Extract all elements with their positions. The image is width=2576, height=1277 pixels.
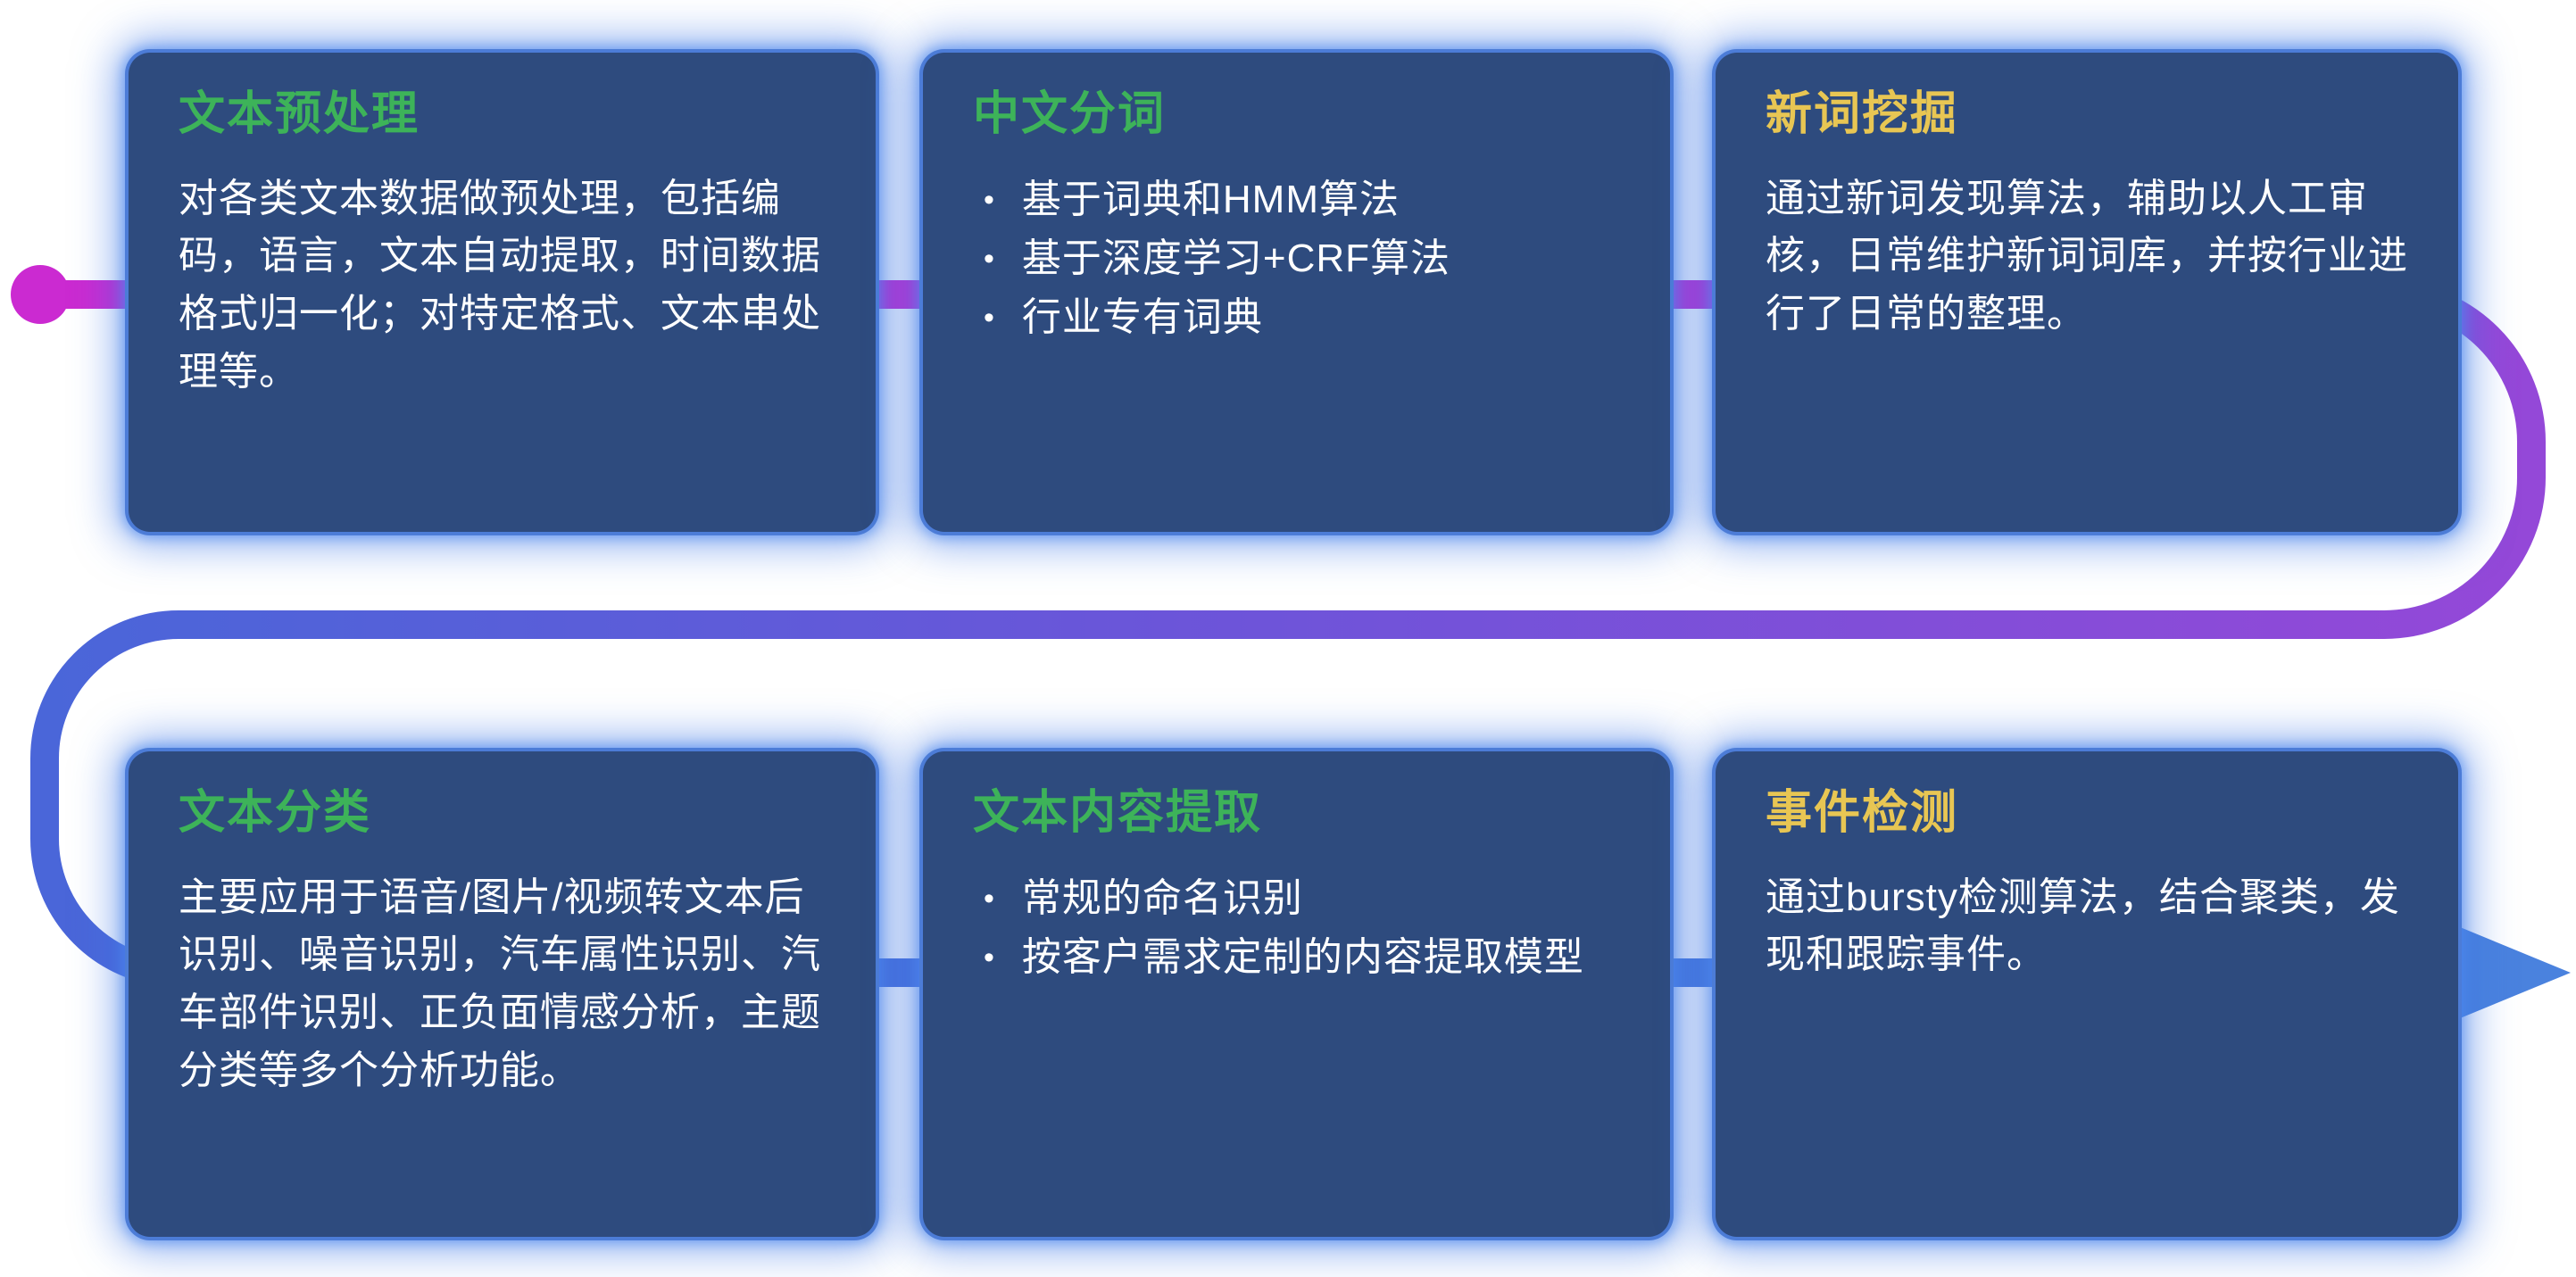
card-new-word-mining: 新词挖掘 通过新词发现算法，辅助以人工审核，日常维护新词词库，并按行业进行了日常…	[1712, 49, 2462, 535]
bullet-dot: •	[984, 241, 995, 276]
card-text-classification: 文本分类 主要应用于语音/图片/视频转文本后识别、噪音识别，汽车属性识别、汽车部…	[125, 748, 879, 1240]
bullet-item: • 行业专有词典	[973, 288, 1620, 347]
card-title: 文本分类	[179, 787, 372, 839]
bullet-text: 常规的命名识别	[1021, 875, 1303, 920]
card-text-content-extraction: 文本内容提取 • 常规的命名识别 • 按客户需求定制的内容提取模型	[919, 748, 1674, 1240]
card-chinese-word-segmentation: 中文分词 • 基于词典和HMM算法 • 基于深度学习+CRF算法 • 行业专有词…	[919, 49, 1674, 535]
card-body: 通过新词发现算法，辅助以人工审核，日常维护新词词库，并按行业进行了日常的整理。	[1766, 176, 2408, 336]
card-body: 通过bursty检测算法，结合聚类，发现和跟踪事件。	[1766, 875, 2400, 977]
bullet-text: 按客户需求定制的内容提取模型	[1021, 934, 1584, 979]
bullet-dot: •	[984, 940, 995, 974]
card-title: 事件检测	[1766, 787, 1959, 839]
flow-arrow-icon	[2449, 923, 2571, 1023]
card-event-detection: 事件检测 通过bursty检测算法，结合聚类，发现和跟踪事件。	[1712, 748, 2462, 1240]
card-title: 文本内容提取	[973, 787, 1263, 839]
bullet-item: • 基于词典和HMM算法	[973, 170, 1620, 229]
card-title: 文本预处理	[179, 88, 420, 140]
bullet-dot: •	[984, 301, 995, 336]
bullet-text: 基于深度学习+CRF算法	[1021, 236, 1451, 280]
flow-segment-middle	[30, 477, 2546, 759]
card-body: 主要应用于语音/图片/视频转文本后识别、噪音识别，汽车属性识别、汽车部件识别、正…	[179, 875, 821, 1092]
bullet-list: • 常规的命名识别 • 按客户需求定制的内容提取模型	[973, 869, 1620, 988]
flow-start-dot	[11, 265, 70, 324]
card-title: 中文分词	[973, 88, 1167, 140]
bullet-dot: •	[984, 182, 995, 217]
bullet-text: 行业专有词典	[1021, 295, 1263, 340]
bullet-item: • 常规的命名识别	[973, 869, 1620, 928]
bullet-item: • 按客户需求定制的内容提取模型	[973, 928, 1620, 987]
card-title: 新词挖掘	[1766, 88, 1959, 140]
card-body: 对各类文本数据做预处理，包括编码，语言，文本自动提取，时间数据格式归一化；对特定…	[179, 176, 821, 394]
bullet-dot: •	[984, 881, 995, 916]
bullet-item: • 基于深度学习+CRF算法	[973, 229, 1620, 288]
card-text-preprocessing: 文本预处理 对各类文本数据做预处理，包括编码，语言，文本自动提取，时间数据格式归…	[125, 49, 879, 535]
bullet-list: • 基于词典和HMM算法 • 基于深度学习+CRF算法 • 行业专有词典	[973, 170, 1620, 348]
bullet-text: 基于词典和HMM算法	[1021, 177, 1400, 221]
